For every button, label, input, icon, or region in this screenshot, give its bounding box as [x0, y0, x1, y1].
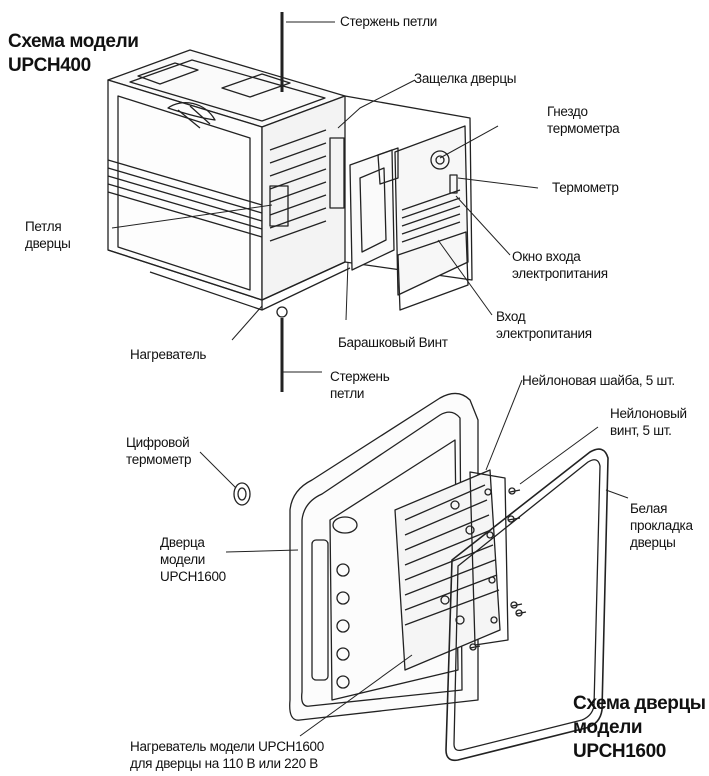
label-door-latch: Защелка дверцы	[414, 71, 517, 86]
upch400-door	[344, 95, 473, 311]
title-upch400: Схема модели UPCH400	[8, 31, 139, 76]
label-digital-thermometer: Цифровой термометр	[126, 435, 192, 467]
upch1600-door	[289, 392, 509, 721]
label-heater: Нагреватель	[130, 347, 207, 362]
leader-lines	[111, 21, 629, 737]
label-hinge-rod-top: Стержень петли	[340, 14, 438, 29]
nylon-screws	[469, 487, 527, 651]
label-door-upch1600: Дверца модели UPCH1600	[160, 535, 226, 584]
label-thermometer: Термометр	[552, 180, 619, 195]
upch400-cabinet	[107, 49, 351, 311]
label-white-gasket: Белая прокладка дверцы	[630, 501, 693, 550]
label-power-inlet: Вход электропитания	[496, 309, 592, 341]
label-thumb-screw: Барашковый Винт	[338, 335, 448, 350]
label-thermometer-socket: Гнездо термометра	[547, 104, 620, 136]
hinge-rods	[276, 12, 288, 392]
label-door-hinge: Петля дверцы	[25, 219, 71, 251]
label-nylon-screw: Нейлоновый винт, 5 шт.	[610, 406, 687, 438]
white-door-gasket	[445, 448, 609, 762]
digital-thermometer-icon	[233, 482, 251, 506]
label-nylon-washer: Нейлоновая шайба, 5 шт.	[522, 373, 675, 388]
label-heater-upch1600: Нагреватель модели UPCH1600 для дверцы н…	[130, 739, 324, 771]
title-upch1600-door: Схема дверцы модели UPCH1600	[573, 693, 706, 762]
label-power-inlet-window: Окно входа электропитания	[512, 249, 608, 281]
label-hinge-rod-bottom: Стержень петли	[330, 369, 390, 401]
